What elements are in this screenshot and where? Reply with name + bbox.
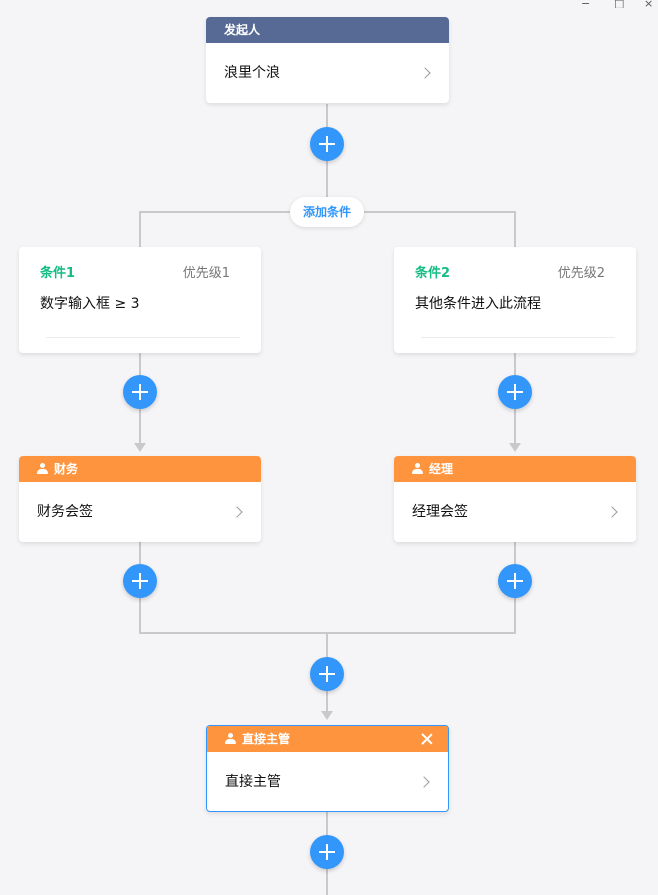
chevron-right-icon [606, 506, 618, 518]
approver-node-header: 经理 [394, 456, 636, 482]
close-icon[interactable] [420, 726, 434, 752]
add-node-button[interactable] [498, 564, 532, 598]
connector-line [514, 211, 516, 249]
user-icon [225, 733, 236, 744]
condition-title: 条件1 [40, 266, 76, 281]
approver-node-body[interactable]: 经理会签 [394, 482, 636, 542]
divider [421, 337, 615, 338]
approver-node-header: 直接主管 [207, 726, 448, 752]
approver-node-title: 经理 [429, 462, 454, 476]
approver-node-finance[interactable]: 财务 财务会签 [19, 456, 261, 542]
add-condition-button[interactable]: 添加条件 [290, 197, 364, 227]
condition-title: 条件2 [415, 266, 451, 281]
user-icon [412, 463, 423, 474]
approver-node-header: 财务 [19, 456, 261, 482]
start-node-header: 发起人 [206, 17, 449, 43]
condition-priority[interactable]: 优先级1 [182, 266, 230, 281]
start-node-title: 发起人 [224, 23, 261, 37]
connector-line [139, 211, 141, 249]
start-node-body[interactable]: 浪里个浪 [206, 43, 449, 103]
add-node-button[interactable] [310, 835, 344, 869]
condition-priority[interactable]: 优先级2 [557, 266, 605, 281]
approver-node-body[interactable]: 直接主管 [207, 752, 448, 811]
maximize-icon[interactable]: □ [614, 0, 625, 8]
close-window-icon[interactable]: × [644, 0, 654, 8]
approver-node-manager[interactable]: 经理 经理会签 [394, 456, 636, 542]
approver-node-content: 经理会签 [412, 504, 468, 520]
user-icon [37, 463, 48, 474]
condition-content: 其他条件进入此流程 [415, 296, 541, 312]
condition-card-2[interactable]: 条件2 优先级2 其他条件进入此流程 [394, 247, 636, 353]
approver-node-content: 财务会签 [37, 504, 93, 520]
add-node-button[interactable] [123, 564, 157, 598]
add-node-button[interactable] [498, 375, 532, 409]
arrow-down-icon [134, 443, 146, 452]
arrow-down-icon [321, 711, 333, 720]
chevron-right-icon [418, 776, 430, 788]
start-node[interactable]: 发起人 浪里个浪 [206, 17, 449, 103]
approver-node-supervisor[interactable]: 直接主管 直接主管 [206, 725, 449, 812]
minimize-icon[interactable]: − [581, 0, 591, 8]
divider [46, 337, 240, 338]
add-node-button[interactable] [123, 375, 157, 409]
approver-node-content: 直接主管 [225, 774, 281, 790]
condition-card-1[interactable]: 条件1 优先级1 数字输入框 ≥ 3 [19, 247, 261, 353]
add-node-button[interactable] [310, 127, 344, 161]
chevron-right-icon [231, 506, 243, 518]
arrow-down-icon [509, 443, 521, 452]
chevron-right-icon [419, 67, 431, 79]
add-node-button[interactable] [310, 657, 344, 691]
start-node-content: 浪里个浪 [224, 65, 280, 81]
approver-node-title: 财务 [54, 462, 79, 476]
approver-node-title: 直接主管 [242, 732, 291, 746]
approver-node-body[interactable]: 财务会签 [19, 482, 261, 542]
condition-content: 数字输入框 ≥ 3 [40, 296, 140, 312]
